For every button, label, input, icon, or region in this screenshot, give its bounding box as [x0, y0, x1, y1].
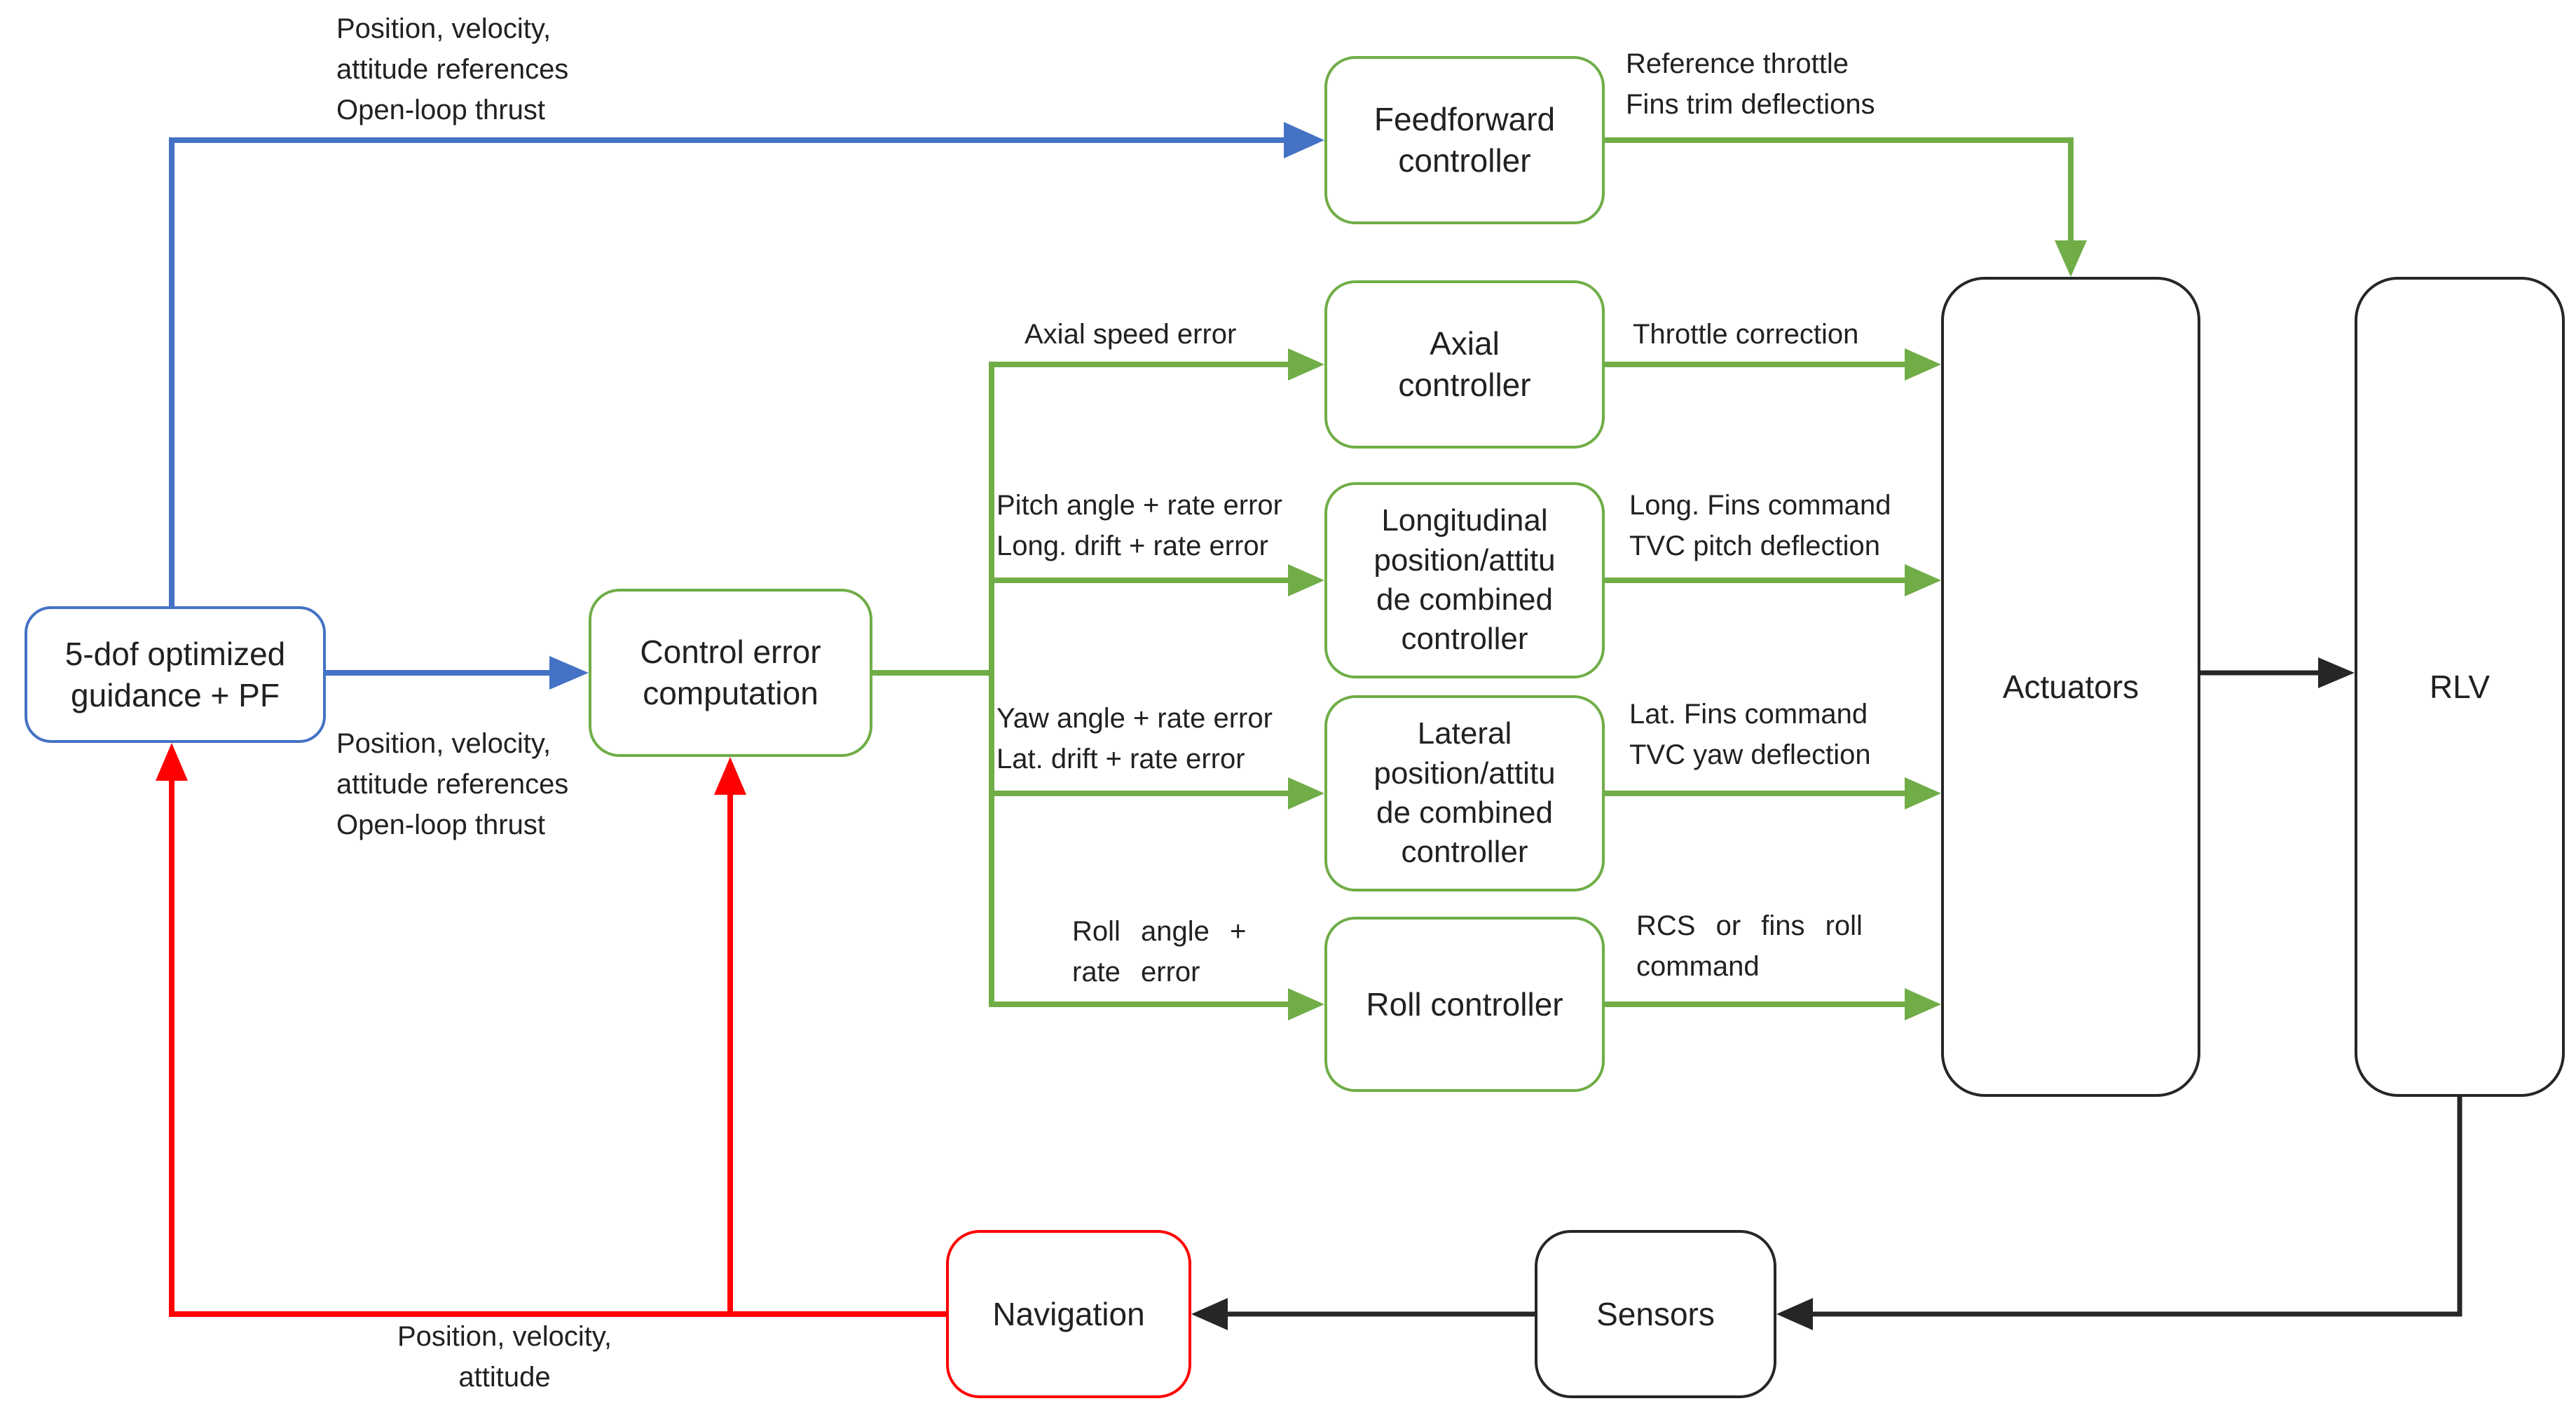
guidance-to-feedforward-arrow	[169, 122, 1324, 606]
axial-output-label: Throttle correction	[1633, 319, 1859, 350]
lateral-output-label: Lat. Fins command TVC yaw deflection	[1629, 699, 1871, 770]
roll-output-label: RCS or fins roll command	[1636, 910, 1863, 982]
guidance-to-control-error-arrow	[326, 656, 589, 690]
axial-input-label: Axial speed error	[1025, 319, 1237, 350]
feedforward-output-label: Reference throttle Fins trim deflections	[1626, 48, 1875, 120]
roll-to-actuators-arrow	[1605, 988, 1941, 1020]
rlv-to-sensors-arrow	[1776, 1097, 2462, 1330]
longitudinal-output-label: Long. Fins command TVC pitch deflection	[1629, 490, 1891, 561]
error-to-axial-arrow	[989, 348, 1324, 381]
navigation-box: Navigation	[946, 1230, 1191, 1398]
navigation-to-control-error-arrow	[714, 757, 746, 1314]
roll-input-label: Roll angle + rate error	[1072, 916, 1247, 987]
guidance-box: 5-dof optimized guidance + PF	[25, 606, 326, 743]
rlv-box: RLV	[2355, 277, 2565, 1097]
longitudinal-controller-box: Longitudinal position/attitu de combined…	[1324, 482, 1605, 678]
lateral-input-label: Yaw angle + rate error Lat. drift + rate…	[996, 703, 1273, 774]
lateral-controller-box: Lateral position/attitu de combined cont…	[1324, 695, 1605, 891]
actuators-box: Actuators	[1941, 277, 2200, 1097]
roll-controller-box: Roll controller	[1324, 917, 1605, 1092]
navigation-to-guidance-arrow	[156, 743, 946, 1317]
feedforward-controller-box: Feedforward controller	[1324, 56, 1605, 224]
mid-reference-label: Position, velocity, attitude references …	[336, 728, 569, 840]
error-to-lateral-arrow	[989, 777, 1324, 809]
longitudinal-input-label: Pitch angle + rate error Long. drift + r…	[996, 490, 1282, 561]
longitudinal-to-actuators-arrow	[1605, 564, 1941, 596]
sensors-to-navigation-arrow	[1191, 1298, 1535, 1330]
lateral-to-actuators-arrow	[1605, 777, 1941, 809]
top-reference-label: Position, velocity, attitude references …	[336, 13, 569, 125]
error-to-roll-arrow	[989, 988, 1324, 1020]
navigation-output-label: Position, velocity, attitude	[397, 1321, 612, 1393]
error-to-longitudinal-arrow	[989, 564, 1324, 596]
actuators-to-rlv-arrow	[2200, 657, 2355, 688]
sensors-box: Sensors	[1535, 1230, 1776, 1398]
control-error-fanout-trunk	[872, 364, 994, 1004]
axial-controller-box: Axial controller	[1324, 280, 1605, 449]
axial-to-actuators-arrow	[1605, 348, 1941, 381]
control-error-box: Control error computation	[589, 589, 872, 757]
feedforward-to-actuators-arrow	[1605, 137, 2087, 277]
